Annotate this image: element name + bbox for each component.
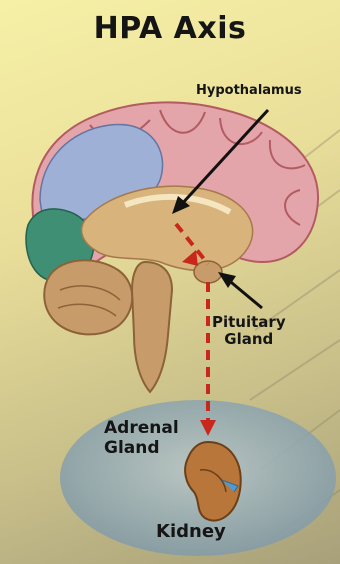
brain-illustration — [26, 102, 318, 392]
adrenal-label: Adrenal Gland — [104, 419, 179, 458]
diagram-title: HPA Axis — [0, 12, 340, 47]
pituitary-label-line1: Pituitary — [212, 314, 286, 331]
pituitary-pointer — [218, 272, 262, 308]
pituitary-label: Pituitary Gland — [212, 314, 286, 349]
pituitary-label-line2: Gland — [212, 331, 286, 348]
adrenal-label-line2: Gland — [104, 439, 179, 459]
adrenal-label-line1: Adrenal — [104, 419, 179, 439]
kidney-label: Kidney — [156, 522, 226, 543]
hypothalamus-label: Hypothalamus — [196, 84, 302, 99]
